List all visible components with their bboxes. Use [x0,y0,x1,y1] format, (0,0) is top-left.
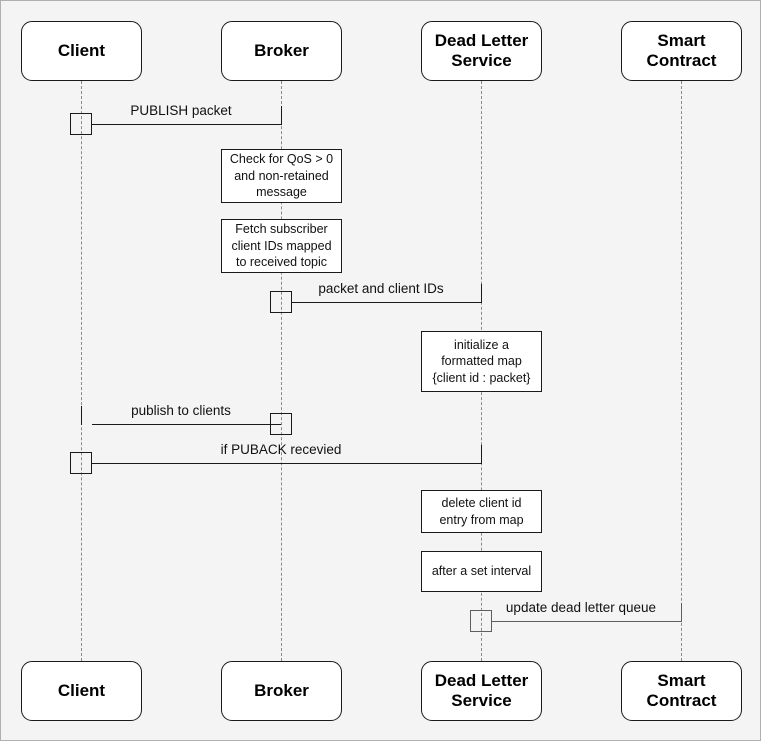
activation-bar-publish-to-clients [81,406,82,425]
lifeline-client [81,81,82,661]
participant-broker-footer: Broker [221,661,342,721]
message-line-packet-and-client-ids [292,302,481,303]
participant-client-footer: Client [21,661,142,721]
note-initialize-formatted-map: initialize a formatted map {client id : … [421,331,542,392]
message-label-publish-packet: PUBLISH packet [130,103,232,118]
message-line-update-dead-letter-queue [492,621,681,622]
note-check-qos: Check for QoS > 0 and non-retained messa… [221,149,342,203]
note-after-a-set-interval: after a set interval [421,551,542,592]
participant-client-header: Client [21,21,142,81]
participant-dls-footer: Dead Letter Service [421,661,542,721]
activation-box-if-puback-received [70,452,92,474]
activation-bar-update-dead-letter-queue [681,603,682,622]
note-fetch-subscriber-ids: Fetch subscriber client IDs mapped to re… [221,219,342,273]
lifeline-broker [281,81,282,661]
participant-broker-header: Broker [221,21,342,81]
message-label-if-puback-received: if PUBACK recevied [220,442,342,457]
message-label-update-dead-letter-queue: update dead letter queue [505,600,657,615]
note-delete-client-id-entry: delete client id entry from map [421,490,542,533]
participant-contract-header: Smart Contract [621,21,742,81]
activation-box-publish-to-clients [270,413,292,435]
activation-box-update-dead-letter-queue [470,610,492,632]
activation-box-publish-packet [70,113,92,135]
message-line-publish-to-clients [92,424,281,425]
message-label-publish-to-clients: publish to clients [131,403,231,418]
message-line-if-puback-received [92,463,481,464]
activation-box-packet-and-client-ids [270,291,292,313]
message-line-publish-packet [92,124,281,125]
lifeline-contract [681,81,682,661]
message-label-packet-and-client-ids: packet and client IDs [318,281,444,296]
activation-bar-publish-packet [281,106,282,125]
activation-bar-packet-and-client-ids [481,284,482,303]
activation-bar-if-puback-received [481,445,482,464]
participant-dls-header: Dead Letter Service [421,21,542,81]
participant-contract-footer: Smart Contract [621,661,742,721]
